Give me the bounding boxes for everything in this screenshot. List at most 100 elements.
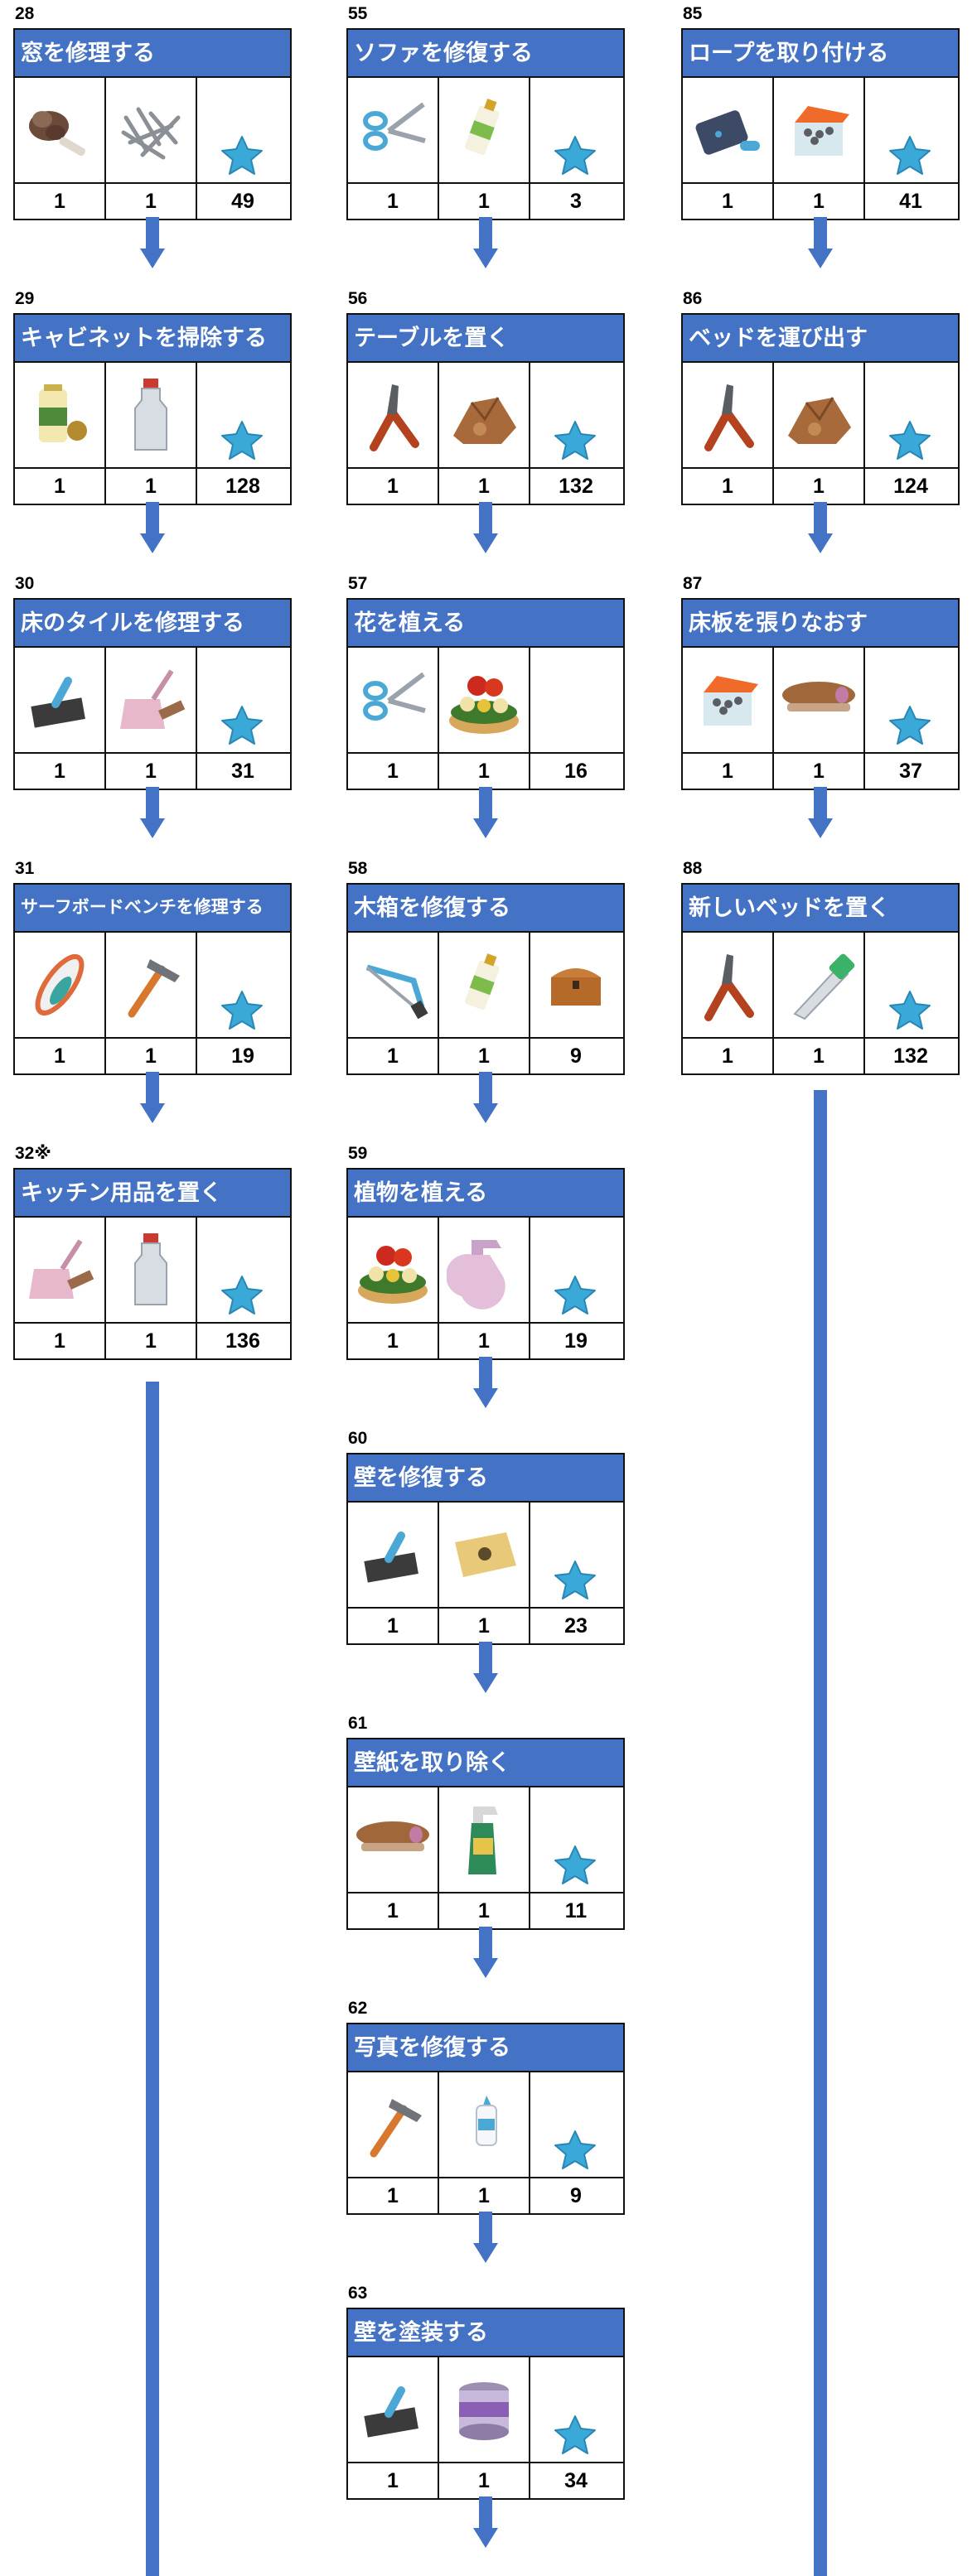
- item-count: 1: [106, 1039, 197, 1073]
- star-count: 19: [231, 1044, 254, 1068]
- item-cell: [865, 78, 956, 182]
- paint-can-icon: [447, 2372, 521, 2447]
- item-cell: [530, 1218, 622, 1322]
- star-icon: [219, 134, 265, 181]
- star-count: 132: [559, 475, 593, 498]
- item-cell: [530, 2072, 622, 2177]
- item-cell: [530, 363, 622, 467]
- star-count: 34: [564, 2469, 588, 2492]
- star-count: 3: [570, 190, 582, 213]
- star-icon: [219, 989, 265, 1036]
- item-cell: [439, 78, 530, 182]
- task-title: 写真を修復する: [348, 2024, 623, 2072]
- item-cell: [683, 78, 774, 182]
- star-icon: [887, 134, 933, 181]
- down-arrow-icon: [473, 502, 498, 553]
- item-cell: [348, 78, 439, 182]
- item-cell: [197, 78, 288, 182]
- items-row: [348, 933, 623, 1039]
- item-cell: [197, 933, 288, 1037]
- scissors-icon: [355, 93, 430, 167]
- task-title: ロープを取り付ける: [683, 30, 958, 78]
- glue-bottle-icon: [447, 2087, 521, 2162]
- feather-duster-icon: [22, 93, 97, 167]
- bottle-icon: [114, 1230, 188, 1310]
- continuation-line-3: [814, 1090, 827, 2576]
- item-count: 1: [348, 1324, 439, 1358]
- task-title: テーブルを置く: [348, 315, 623, 363]
- star-count: 31: [231, 760, 254, 783]
- item-count: 1: [348, 2178, 439, 2213]
- item-cell: [774, 933, 865, 1037]
- star-count: 11: [564, 1899, 588, 1922]
- pliers-icon: [690, 948, 765, 1022]
- item-cell: [683, 363, 774, 467]
- item-count: 1: [106, 754, 197, 789]
- trowel-icon: [22, 663, 97, 737]
- item-count: 1: [439, 1324, 530, 1358]
- down-arrow-icon: [140, 502, 165, 553]
- item-cell: [865, 363, 956, 467]
- down-arrow-icon: [473, 787, 498, 838]
- step-number: 61: [348, 1714, 368, 1733]
- item-cell: [15, 363, 106, 467]
- star-icon: [552, 1559, 598, 1606]
- item-cell: [197, 648, 288, 752]
- wood-pile-icon: [447, 378, 521, 452]
- cleaner-can-icon: [22, 378, 97, 452]
- glue-tube-icon: [447, 93, 521, 167]
- step-number: 29: [15, 289, 35, 308]
- star-icon: [887, 704, 933, 751]
- items-row: [15, 933, 290, 1039]
- item-count: 1: [439, 469, 530, 504]
- down-arrow-icon: [473, 1357, 498, 1408]
- down-arrow-icon: [140, 217, 165, 268]
- item-cell: [865, 648, 956, 752]
- item-cell: [15, 933, 106, 1037]
- item-count: 1: [348, 1039, 439, 1073]
- items-row: [348, 363, 623, 469]
- item-cell: [865, 933, 956, 1037]
- spray-bottle-icon: [447, 1230, 521, 1310]
- item-cell: [106, 1218, 197, 1322]
- task-title: 木箱を修復する: [348, 885, 623, 933]
- star-count: 19: [564, 1329, 588, 1353]
- dustpan-icon: [22, 1233, 97, 1307]
- item-cell: [530, 648, 622, 752]
- item-cell: [774, 363, 865, 467]
- star-count: 128: [225, 475, 260, 498]
- chest-icon: [543, 956, 609, 1014]
- down-arrow-icon: [140, 787, 165, 838]
- items-row: [348, 648, 623, 754]
- wood-pile-icon: [781, 378, 856, 452]
- star-icon: [552, 2129, 598, 2176]
- item-cell: [530, 78, 622, 182]
- item-cell: [15, 648, 106, 752]
- item-count: 1: [106, 469, 197, 504]
- task-title: 花を植える: [348, 600, 623, 648]
- cement-bag-icon: [447, 1517, 521, 1592]
- down-arrow-icon: [473, 217, 498, 268]
- star-icon: [887, 989, 933, 1036]
- item-count: 1: [683, 1039, 774, 1073]
- pliers-icon: [690, 378, 765, 452]
- scissors-icon: [355, 663, 430, 737]
- items-row: [683, 648, 958, 754]
- task-title: キャビネットを掃除する: [15, 315, 290, 363]
